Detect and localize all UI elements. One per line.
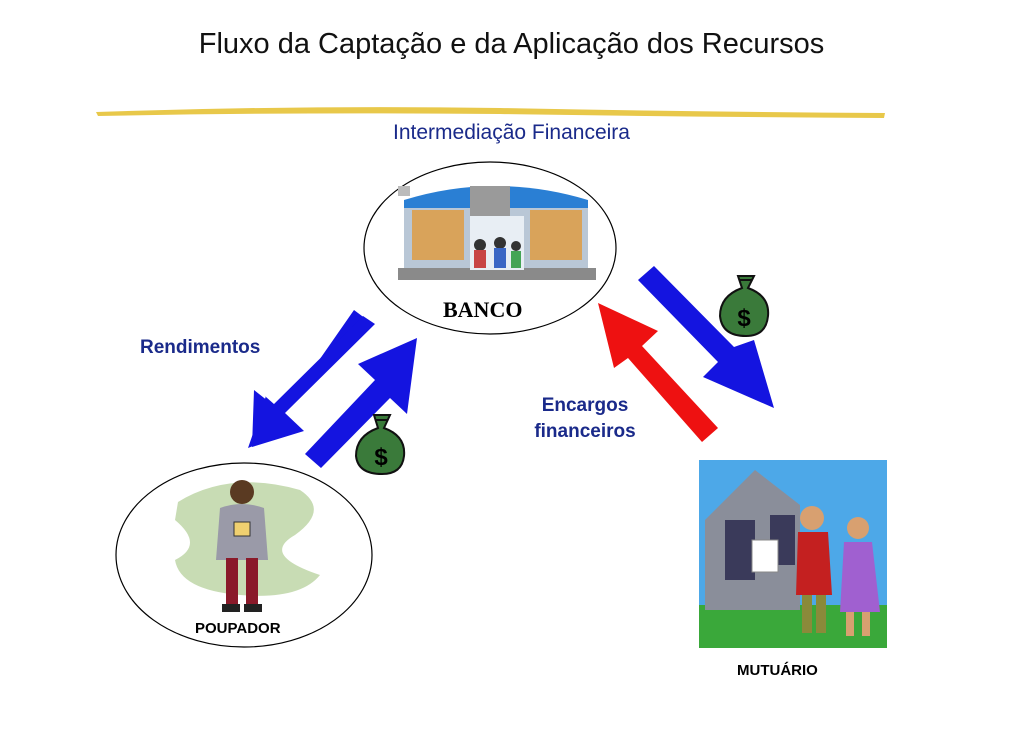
money-bag-icon-left bbox=[354, 414, 406, 476]
money-bag-symbol-right: $ bbox=[737, 305, 751, 332]
returns-flow-label: Rendimentos bbox=[140, 337, 261, 358]
saver-label: POUPADOR bbox=[195, 620, 281, 637]
arrow-bank-to-borrower-credit bbox=[638, 266, 774, 408]
bank-building-illustration bbox=[398, 186, 596, 280]
title-underline bbox=[96, 107, 885, 118]
arrow-borrower-to-bank-charges bbox=[598, 303, 718, 442]
arrow-saver-to-bank-deposit bbox=[305, 338, 417, 468]
bank-label: BANCO bbox=[443, 297, 523, 322]
charges-label-line2: financeiros bbox=[534, 421, 636, 442]
money-bag-icon-right bbox=[718, 275, 770, 338]
charges-label-line1: Encargos bbox=[541, 395, 629, 416]
page-title: Fluxo da Captação e da Aplicação dos Rec… bbox=[198, 28, 825, 60]
diagram-subtitle: Intermediação Financeira bbox=[393, 121, 630, 144]
borrower-label: MUTUÁRIO bbox=[737, 662, 818, 679]
money-bag-symbol-left: $ bbox=[374, 444, 388, 471]
saver-person-illustration bbox=[175, 480, 320, 612]
charges-flow-label: Encargos financeiros bbox=[510, 393, 660, 445]
borrower-illustration bbox=[699, 460, 887, 648]
arrow-bank-to-saver-returns bbox=[248, 310, 375, 448]
